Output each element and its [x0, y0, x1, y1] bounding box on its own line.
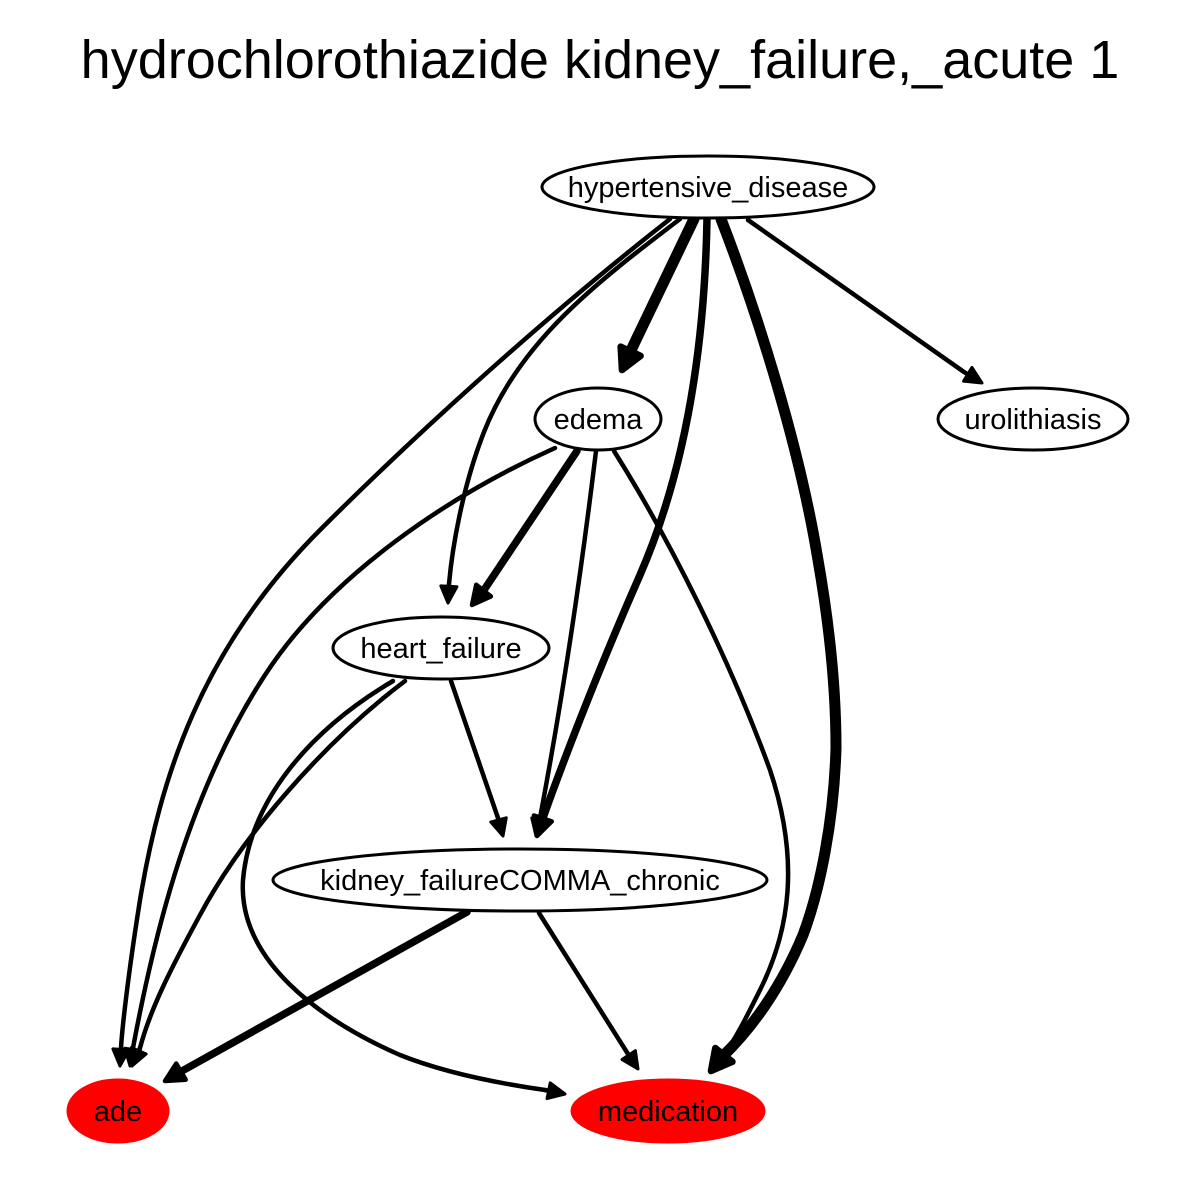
edge-edema-to-ade	[123, 445, 558, 1068]
edge-line	[628, 213, 700, 350]
node-heart_failure: heart_failure	[331, 615, 551, 681]
node-urolithiasis: urolithiasis	[936, 386, 1130, 452]
edge-kidney_failure_chronic-to-ade	[162, 908, 471, 1084]
node-medication: medication	[570, 1078, 766, 1144]
arrowhead	[439, 584, 459, 605]
node-label: medication	[598, 1096, 738, 1128]
edge-hypertensive_disease-to-urolithiasis	[745, 217, 984, 385]
arrowhead	[530, 816, 549, 838]
edge-hypertensive_disease-to-heart_failure	[439, 216, 683, 605]
node-hypertensive_disease: hypertensive_disease	[540, 154, 876, 220]
node-label: urolithiasis	[965, 404, 1102, 436]
arrowhead	[469, 582, 494, 608]
edge-heart_failure-to-medication	[240, 678, 567, 1101]
node-kidney_failure_chronic: kidney_failureCOMMA_chronic	[271, 847, 769, 913]
node-label: kidney_failureCOMMA_chronic	[320, 865, 720, 897]
edge-edema-to-kidney_failure_chronic	[530, 448, 599, 838]
page-title: hydrochlorothiazide kidney_failure,_acut…	[80, 30, 1120, 90]
node-ade: ade	[66, 1078, 170, 1144]
edge-line	[611, 448, 791, 1059]
edge-hypertensive_disease-to-medication	[707, 213, 842, 1075]
edge-edema-to-medication	[611, 448, 791, 1073]
edge-line	[539, 215, 711, 822]
arrowhead	[489, 816, 508, 838]
node-label: ade	[94, 1096, 142, 1128]
edge-line	[130, 445, 558, 1051]
arrowhead	[709, 1051, 730, 1073]
node-edema: edema	[533, 386, 663, 452]
node-label: edema	[554, 404, 644, 436]
arrowhead	[617, 343, 644, 374]
edge-heart_failure-to-ade	[129, 678, 408, 1068]
node-shape	[66, 1078, 170, 1144]
edge-line	[178, 908, 471, 1075]
arrowhead	[962, 365, 984, 385]
edge-line	[745, 217, 967, 375]
edge-line	[480, 447, 581, 594]
edge-line	[240, 678, 548, 1093]
node-shape	[331, 615, 551, 681]
edge-line	[446, 216, 683, 587]
arrowhead	[545, 1081, 567, 1101]
arrowhead	[620, 1049, 640, 1071]
edge-heart_failure-to-kidney_failure_chronic	[448, 678, 508, 838]
node-label: heart_failure	[360, 633, 521, 665]
edge-line	[536, 910, 631, 1057]
edge-layer	[111, 213, 984, 1101]
arrowhead	[162, 1061, 188, 1084]
edge-line	[118, 216, 673, 1051]
node-shape	[533, 386, 663, 452]
arrowhead	[129, 1045, 148, 1068]
edge-line	[137, 678, 408, 1051]
edge-line	[715, 213, 842, 1062]
edge-line	[537, 448, 599, 821]
edge-line	[448, 678, 501, 821]
edge-hypertensive_disease-to-edema	[617, 213, 700, 374]
edge-edema-to-heart_failure	[469, 447, 581, 608]
node-shape	[936, 386, 1130, 452]
node-shape	[271, 847, 769, 913]
node-label: hypertensive_disease	[568, 172, 849, 204]
edge-kidney_failure_chronic-to-medication	[536, 910, 640, 1071]
node-shape	[570, 1078, 766, 1144]
node-shape	[540, 154, 876, 220]
